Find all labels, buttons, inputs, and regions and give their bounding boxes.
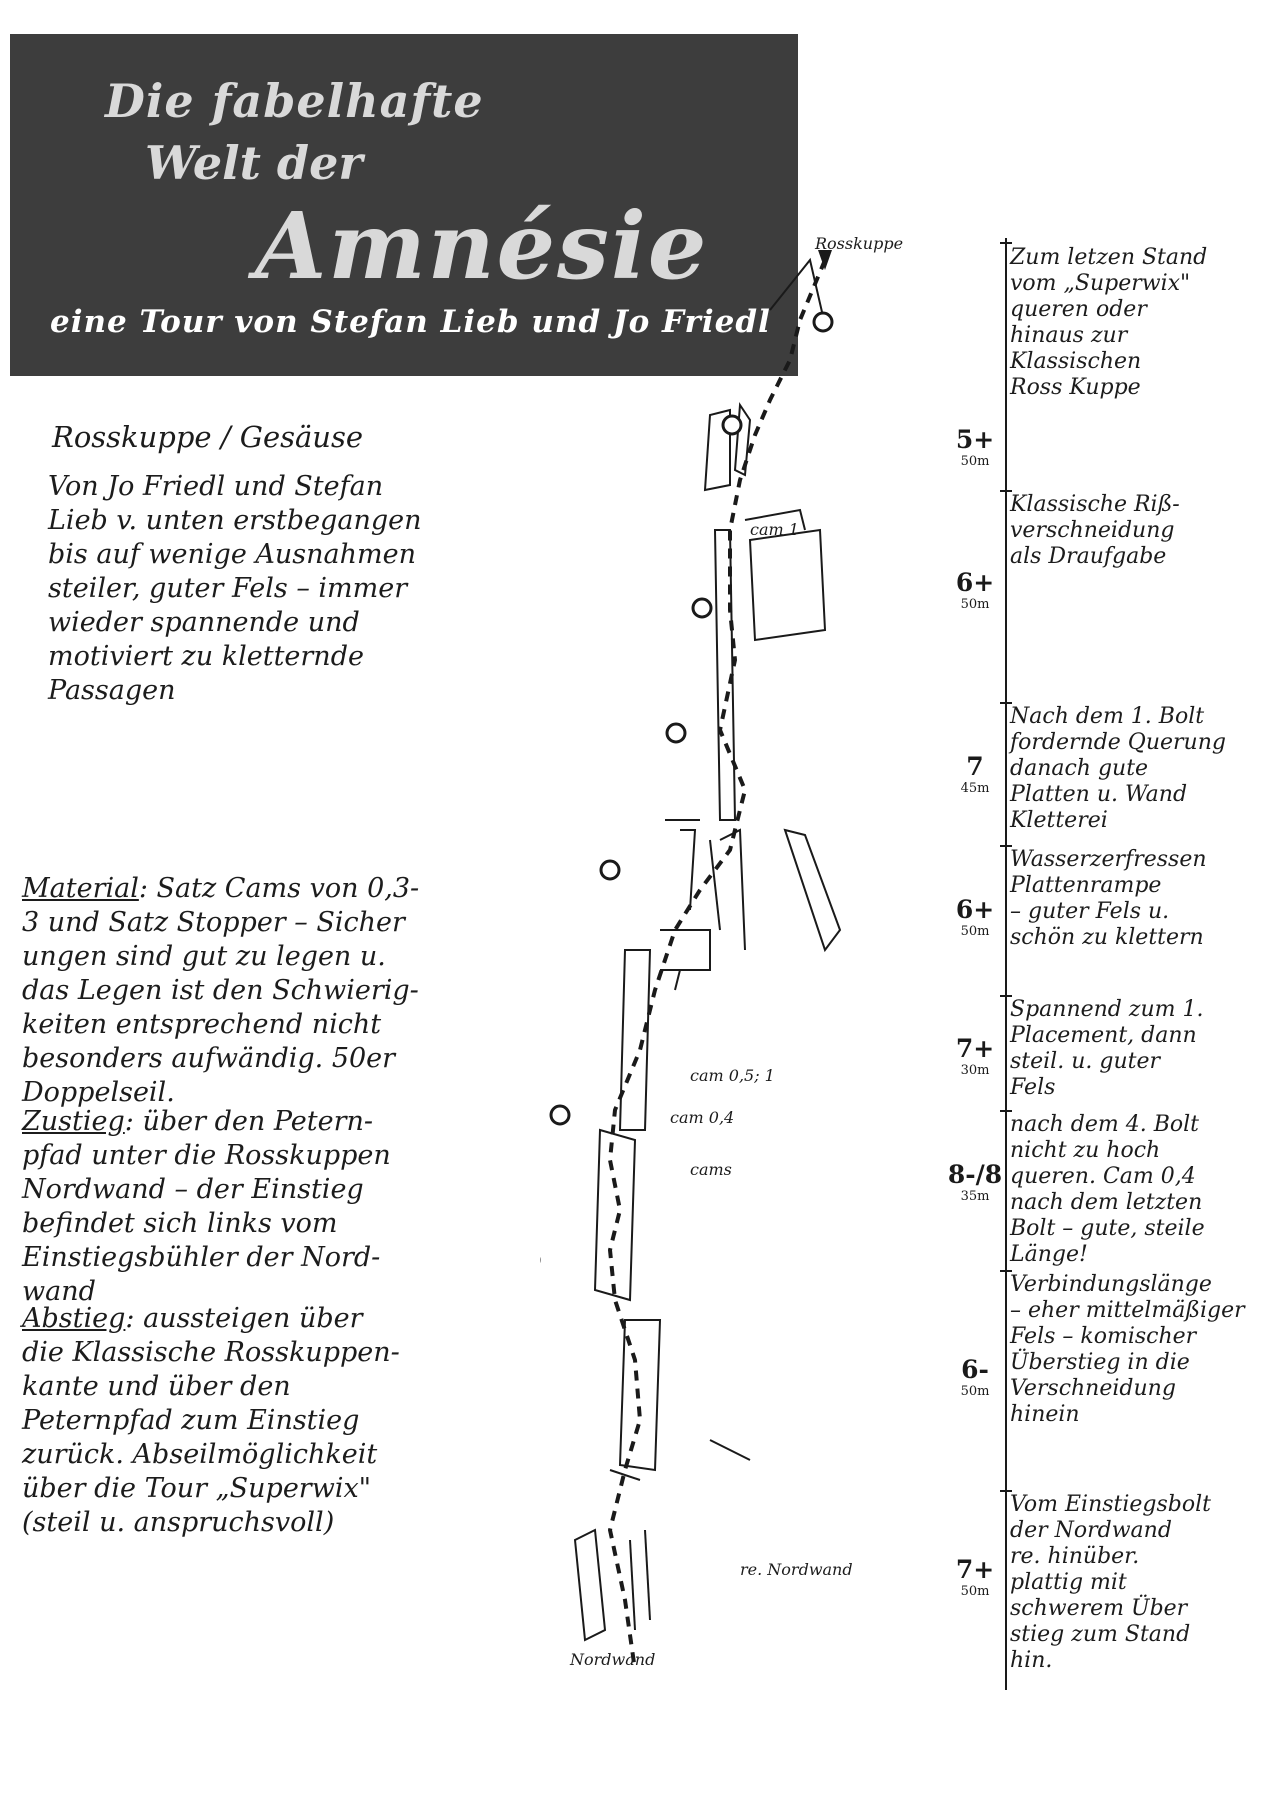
descent-section: Abstieg: aussteigen über die Klassische … [22, 1302, 492, 1540]
rock-feature [733, 402, 752, 477]
belay-station [599, 859, 621, 881]
pitch-2-description: Klassische Riß- verschneidung als Draufg… [1010, 492, 1180, 569]
rock-feature [719, 828, 746, 951]
rock-feature [709, 839, 721, 931]
material-label: Material [22, 873, 139, 904]
pitch-tick [1000, 1110, 1012, 1112]
pitch-6-description: nach dem 4. Bolt nicht zu hoch queren. C… [1010, 1112, 1205, 1267]
pitch-tick [1000, 702, 1012, 704]
pitch-5-description: Spannend zum 1. Placement, dann steil. u… [1010, 997, 1204, 1100]
pitch-8-grade: 7+50m [955, 1555, 995, 1599]
topo-label-cam-05-1: cam 0,5; 1 [690, 1066, 775, 1085]
title-line-1: Die fabelhafte [105, 74, 484, 128]
rock-feature [713, 529, 737, 821]
pitch-7-description: Verbindungslänge – eher mittelmäßiger Fe… [1010, 1272, 1245, 1427]
descent-label: Abstieg [22, 1303, 126, 1334]
title-banner: Die fabelhafte Welt der Amnésie eine Tou… [10, 34, 798, 376]
approach-text: : über den Petern- pfad unter die Rossku… [22, 1106, 391, 1307]
pitch-7-grade: 6-50m [960, 1355, 990, 1399]
pitch-1-grade: 5+50m [955, 425, 995, 469]
pitch-tick [1000, 242, 1012, 244]
rock-feature [680, 829, 697, 911]
rock-feature [573, 1528, 607, 1642]
pitch-divider-line [1005, 238, 1007, 1690]
rock-feature [609, 1469, 641, 1481]
rock-feature [660, 969, 682, 991]
material-text: : Satz Cams von 0,3- 3 und Satz Stopper … [22, 873, 420, 1108]
approach-label: Zustieg [22, 1106, 125, 1137]
approach-section: Zustieg: über den Petern- pfad unter die… [22, 1105, 492, 1309]
rock-feature [703, 408, 731, 492]
pitch-1-description: Zum letzen Stand vom „Superwix" queren o… [1010, 245, 1208, 400]
material-section: Material: Satz Cams von 0,3- 3 und Satz … [22, 872, 492, 1110]
pitch-8-description: Vom Einstiegsbolt der Nordwand re. hinüb… [1010, 1492, 1211, 1673]
topo-label-cams: cams [690, 1160, 732, 1179]
belay-station [721, 414, 743, 436]
rock-feature [660, 929, 711, 971]
belay-station [812, 311, 834, 333]
rock-feature [783, 828, 842, 953]
rock-feature [748, 528, 827, 642]
banner-subtitle: eine Tour von Stefan Lieb und Jo Friedl [50, 304, 771, 340]
topo-label-rosskuppe: Rosskuppe [815, 234, 904, 253]
rock-feature [618, 1319, 662, 1472]
rock-feature [593, 1128, 637, 1302]
exit-arrow-icon [818, 250, 832, 270]
pitch-3-description: Nach dem 1. Bolt fordernde Querung danac… [1010, 704, 1226, 833]
title-line-3: Amnésie [255, 192, 709, 300]
belay-station [549, 1104, 571, 1126]
rock-feature [618, 949, 652, 1131]
pitch-4-description: Wasserzerfressen Plattenrampe – guter Fe… [1010, 847, 1207, 950]
rock-feature [744, 508, 806, 531]
pitch-tick [1000, 1490, 1012, 1492]
rock-feature [769, 257, 826, 326]
belay-station [691, 597, 713, 619]
pitch-5-grade: 7+30m [955, 1034, 995, 1078]
belay-station [665, 722, 687, 744]
pitch-tick [1000, 995, 1012, 997]
pitch-2-grade: 6+50m [955, 568, 995, 612]
pitch-tick [1000, 1270, 1012, 1272]
topo-label-nordwand: Nordwand [570, 1650, 656, 1669]
pitch-tick [1000, 845, 1012, 847]
topo-drawing [499, 250, 842, 1671]
route-description: Von Jo Friedl und Stefan Lieb v. unten e… [48, 471, 422, 706]
descent-text: : aussteigen über die Klassische Rosskup… [22, 1303, 400, 1538]
rock-feature [644, 1529, 651, 1621]
topo-sketch: Rosskuppe cam 1 cam 0,5; 1 cam 0,4 cams … [499, 230, 1000, 1730]
title-line-2: Welt der [145, 136, 363, 190]
rock-feature [629, 1539, 636, 1631]
topo-label-re-nordwand: re. Nordwand [740, 1560, 853, 1579]
route-title: Die fabelhafte Welt der Amnésie [105, 74, 785, 314]
location-heading: Rosskuppe / Gesäuse [52, 420, 364, 454]
pitch-4-grade: 6+50m [955, 895, 995, 939]
topo-label-cam-04: cam 0,4 [670, 1108, 735, 1127]
rock-feature [709, 1439, 751, 1461]
pitch-tick [1000, 490, 1012, 492]
topo-label-cam1: cam 1 [750, 520, 799, 539]
route-line [607, 259, 827, 1671]
